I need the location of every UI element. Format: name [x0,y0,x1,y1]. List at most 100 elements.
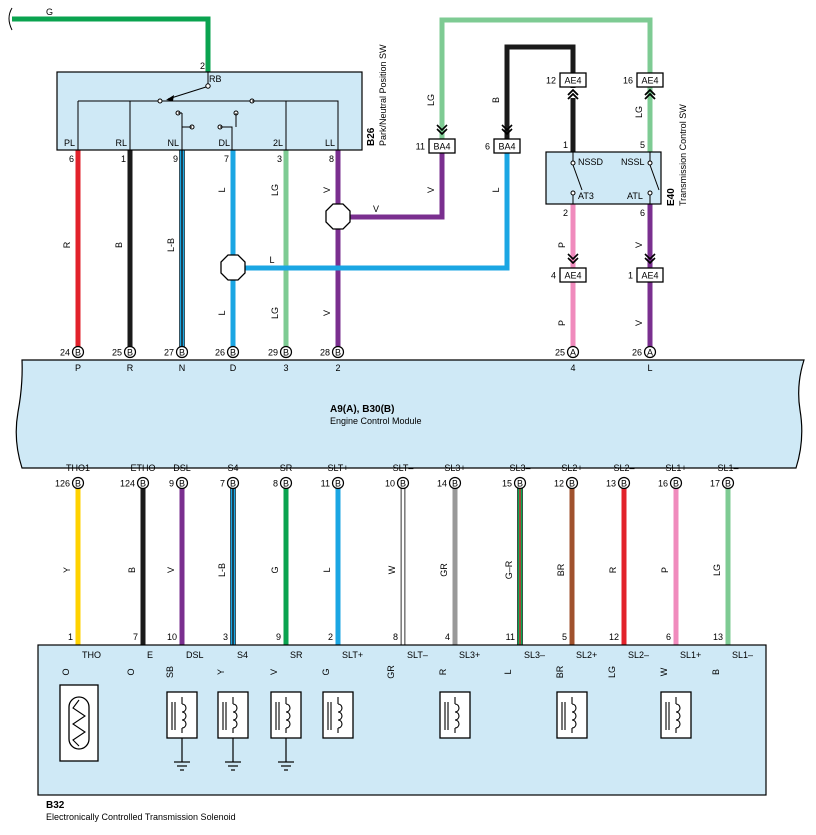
ecm-top-pin-number: 28 [320,348,330,358]
wire-color-label: L-B [166,238,176,252]
ecm-bottom-pin-number: 11 [321,479,330,489]
wire-color-label: L [269,255,274,265]
solenoid-pin-label: SLT– [407,650,428,660]
solenoid-inner-wire-label: R [438,668,448,675]
ecm-top-pin-number: 25 [555,348,565,358]
connector-down-arrow-icon [501,124,513,136]
ecm-bottom-pin-label: SL3– [509,463,530,473]
solenoid-pin-number: 2 [328,632,333,642]
ecm-bottom-pin-circle [448,476,462,490]
wire-end-bracket [8,7,13,31]
ecm-bottom-wire-label: BR [556,563,566,576]
tcs-pin-5: 5 [640,140,645,150]
ecm-top-pin-circle [643,345,657,359]
ecm-bottom-wire-label: V [166,567,176,573]
solenoid-coil-icon [217,691,249,739]
ecm-top-pin-label: R [127,363,134,373]
wire-color-label: LG [270,307,280,319]
wire-color-label: LG [270,184,280,196]
wire-color-label: L [491,187,501,192]
solenoid-box [37,644,767,796]
ecm-bottom-pin-label: S4 [227,463,238,473]
ground-icon [278,738,294,771]
ecm-bottom-pin-label: SL1+ [665,463,686,473]
ecm-top-pin-label: 4 [570,363,575,373]
ecm-bottom-pin-conn: B [75,479,81,489]
chevron-up-icon [644,88,656,100]
ecm-bottom-pin-circle [396,476,410,490]
ground-icon [225,738,241,771]
ecm-bottom-pin-label: DSL [173,463,191,473]
ecm-bottom-wire-label: L [322,567,332,572]
ecm-top-pin-conn: B [75,348,81,358]
solenoid-pin-label: SR [290,650,303,660]
ecm-bottom-pin-label: SL2+ [561,463,582,473]
pnp-terminal-label: PL [64,138,75,148]
connector-pin: 4 [551,271,556,281]
ecm-top-pin-conn: B [230,348,236,358]
ecm-top-pin-label: N [179,363,186,373]
solenoid-coil-icon [166,691,198,739]
wire-color-label: V [634,320,644,326]
tcs-label-at3: AT3 [578,191,594,201]
ecm-bottom-pin-circle [136,476,150,490]
solenoid-pin-label: S4 [237,650,248,660]
ecm-bottom-pin-label: SL1– [717,463,738,473]
tcs-label-nssd: NSSD [578,157,604,167]
solenoid-pin-number: 4 [445,632,450,642]
ecm-top-pin-conn: B [127,348,133,358]
ecm-top-pin-label: 2 [335,363,340,373]
solenoid-inner-wire-label: SB [165,666,175,678]
wire-color-label: LG [426,94,436,106]
pnp-terminal-label: NL [167,138,179,148]
solenoid-pin-number: 7 [133,632,138,642]
solenoid-coil-icon [439,691,471,739]
ecm-bottom-wire-label: R [608,566,618,573]
pnp-terminal-label: RL [115,138,127,148]
pnp-switch-name: Park/Neutral Position SW [378,44,388,146]
pnp-common-label: RB [209,74,222,84]
pnp-terminal-pin: 3 [277,154,282,164]
solenoid-internals: 1THOO7EO10DSLSB3S4Y9SRV2SLT+G8SLT–GR4SL3… [59,632,753,771]
ecm-top-pin-circle [279,345,293,359]
ecm-bottom-pin-number: 12 [554,479,564,489]
ecm-bottom-pin-circle [226,476,240,490]
ecm-bottom-pin-label: THO1 [66,463,90,473]
solenoid-coil-icon [270,691,302,739]
ecm-top-pin-conn: A [647,348,653,358]
ecm-top-pin-conn: B [179,348,185,358]
ecm-bottom-pin-label: ETHO [130,463,155,473]
wire-color-label: B [114,242,124,248]
tcs-label-nssl: NSSL [621,157,645,167]
solenoid-inner-wire-label: BR [555,665,565,678]
ecm-bottom-pin-circle [175,476,189,490]
solenoid-inner-wire-label: GR [386,665,396,679]
solenoid-pin-number: 12 [609,632,619,642]
connector-down-arrow-icon [567,253,579,265]
ecm-top-pin-label: 3 [283,363,288,373]
wire-color-label: V [322,187,332,193]
wire-color-label: P [557,320,567,326]
ecm-bottom-pin-conn: B [230,479,236,489]
ecm-bottom-pin-circle [721,476,735,490]
solenoid-pin-number: 3 [223,632,228,642]
ecm-bottom-pin-conn: B [140,479,146,489]
connector-code: BA4 [433,142,450,152]
tcs-pin-2: 2 [563,208,568,218]
ecm-bottom-pin-number: 15 [502,479,512,489]
pnp-terminal-pin: 9 [173,154,178,164]
pnp-terminal-label: 2L [273,138,283,148]
wire-color-label: V [373,204,379,214]
junction-octagon-l [220,254,246,281]
solenoid-pin-label: SL3+ [459,650,480,660]
ecm-bottom-pins: B126THO1YB124ETHOBB9DSLVB7S4L-BB8SRGB11S… [55,463,739,579]
wire-color-label: V [634,242,644,248]
tcs-box [545,151,662,205]
connector-pin: 11 [416,142,425,152]
tcs-label-atl: ATL [627,191,643,201]
